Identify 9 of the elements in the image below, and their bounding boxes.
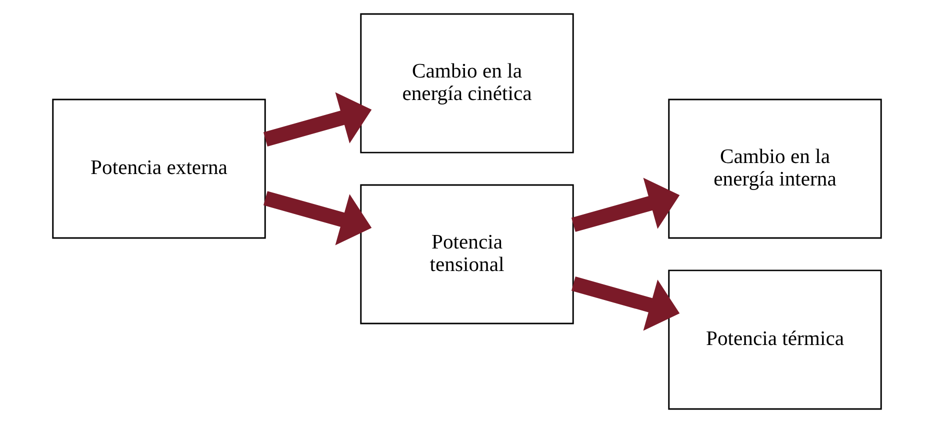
arrow (263, 191, 372, 246)
arrow (571, 178, 680, 232)
node-box: Potencia externa (52, 98, 266, 239)
arrow (571, 276, 680, 331)
node-box: Potencia térmica (668, 270, 882, 410)
node-box: Potencia tensional (360, 184, 574, 324)
node-box: Cambio en la energía interna (668, 98, 882, 239)
node-box: Cambio en la energía cinética (360, 13, 574, 154)
arrow (263, 92, 372, 146)
